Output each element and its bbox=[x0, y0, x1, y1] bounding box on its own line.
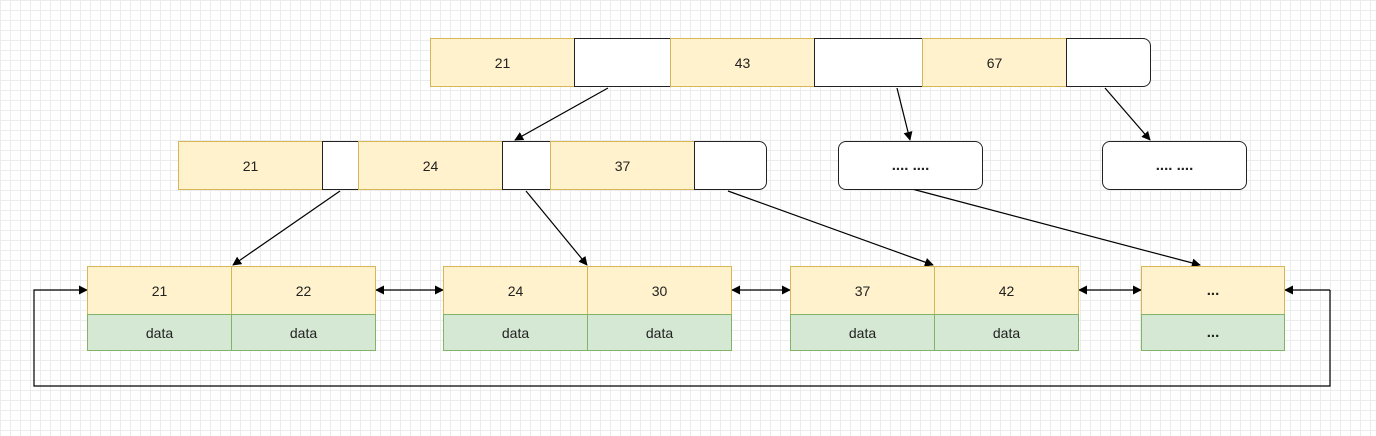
root-pointer bbox=[1066, 38, 1151, 87]
internal-key: 24 bbox=[358, 141, 503, 190]
loop-arrow bbox=[33, 285, 1331, 387]
leaf-data: data bbox=[790, 314, 935, 351]
pointer-arrow bbox=[727, 190, 934, 267]
internal-key: 21 bbox=[178, 141, 323, 190]
root-pointer bbox=[574, 38, 671, 87]
leaf-data: data bbox=[587, 314, 732, 351]
leaf-key: 30 bbox=[587, 266, 732, 315]
leaf-key: 24 bbox=[443, 266, 588, 315]
pointer-arrow bbox=[232, 190, 341, 266]
internal-pointer bbox=[694, 141, 767, 190]
pointer-arrow bbox=[1104, 87, 1151, 141]
leaf-data: data bbox=[231, 314, 376, 351]
internal-pointer bbox=[322, 141, 359, 190]
leaf-data: data bbox=[934, 314, 1079, 351]
leaf-data: ... bbox=[1141, 314, 1285, 351]
leaf-key: 21 bbox=[87, 266, 232, 315]
pointer-arrow bbox=[514, 87, 609, 141]
sibling-node-placeholder: .... .... bbox=[838, 141, 983, 190]
sibling-node-placeholder: .... .... bbox=[1102, 141, 1247, 190]
root-pointer bbox=[814, 38, 923, 87]
leaf-key: 37 bbox=[790, 266, 935, 315]
leaf-key: ... bbox=[1141, 266, 1285, 315]
root-key: 21 bbox=[430, 38, 575, 87]
internal-key: 37 bbox=[550, 141, 695, 190]
internal-pointer bbox=[502, 141, 551, 190]
root-key: 67 bbox=[922, 38, 1067, 87]
leaf-data: data bbox=[443, 314, 588, 351]
pointer-arrow bbox=[525, 190, 588, 266]
leaf-data: data bbox=[87, 314, 232, 351]
pointer-arrow bbox=[896, 87, 913, 141]
root-key: 43 bbox=[670, 38, 815, 87]
leaf-key: 22 bbox=[231, 266, 376, 315]
pointer-arrow bbox=[911, 188, 1201, 268]
leaf-key: 42 bbox=[934, 266, 1079, 315]
